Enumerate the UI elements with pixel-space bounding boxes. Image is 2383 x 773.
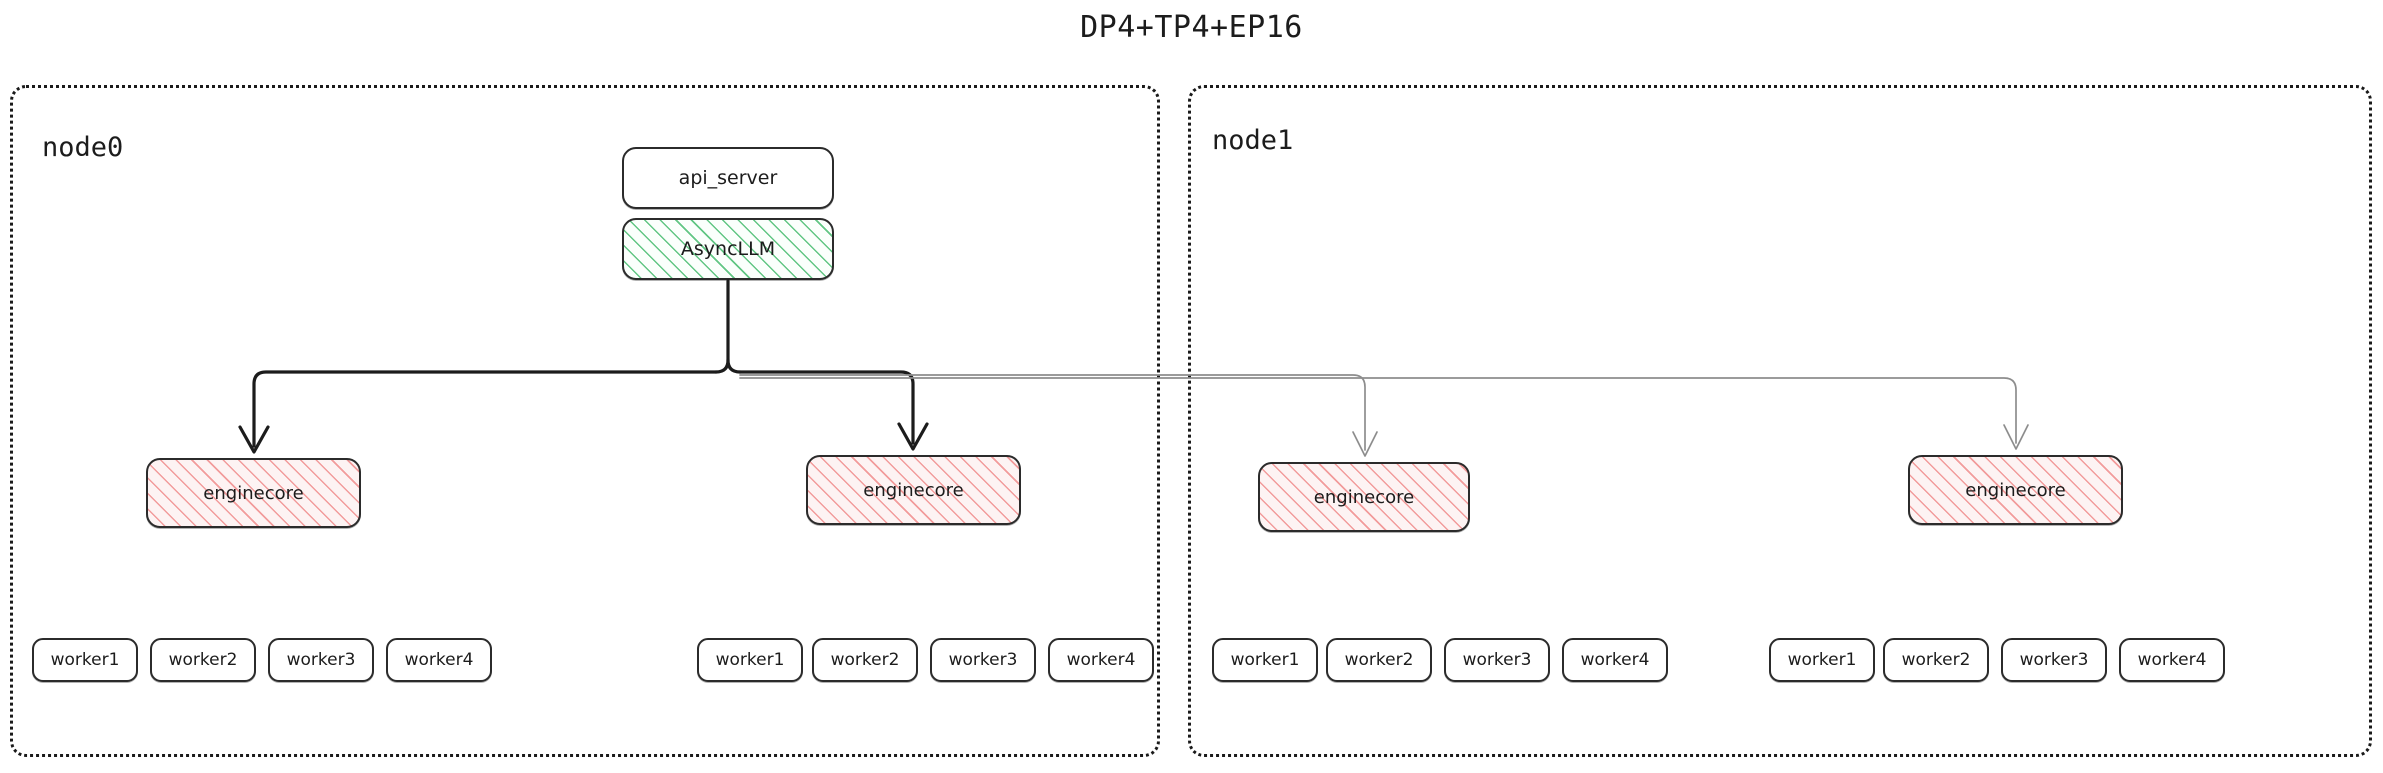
async-llm-box[interactable]: AsyncLLM bbox=[622, 218, 834, 280]
node-label-node0: node0 bbox=[42, 132, 124, 163]
enginecore-box-node0-0[interactable]: enginecore bbox=[146, 458, 361, 528]
worker-box-node1-0-1[interactable]: worker2 bbox=[1326, 638, 1432, 682]
worker-box-node1-1-0[interactable]: worker1 bbox=[1769, 638, 1875, 682]
worker-box-node1-1-2[interactable]: worker3 bbox=[2001, 638, 2107, 682]
enginecore-box-node0-1[interactable]: enginecore bbox=[806, 455, 1021, 525]
worker-box-node0-0-0[interactable]: worker1 bbox=[32, 638, 138, 682]
worker-box-node0-1-2[interactable]: worker3 bbox=[930, 638, 1036, 682]
worker-box-node1-0-0[interactable]: worker1 bbox=[1212, 638, 1318, 682]
worker-box-node0-0-2[interactable]: worker3 bbox=[268, 638, 374, 682]
worker-box-node1-1-3[interactable]: worker4 bbox=[2119, 638, 2225, 682]
worker-box-node1-0-2[interactable]: worker3 bbox=[1444, 638, 1550, 682]
api-server-box[interactable]: api_server bbox=[622, 147, 834, 209]
worker-box-node0-0-1[interactable]: worker2 bbox=[150, 638, 256, 682]
node-label-node1: node1 bbox=[1212, 125, 1294, 156]
enginecore-box-node1-0[interactable]: enginecore bbox=[1258, 462, 1470, 532]
worker-box-node0-1-0[interactable]: worker1 bbox=[697, 638, 803, 682]
page-title: DP4+TP4+EP16 bbox=[1080, 10, 1303, 45]
worker-box-node1-1-1[interactable]: worker2 bbox=[1883, 638, 1989, 682]
enginecore-box-node1-1[interactable]: enginecore bbox=[1908, 455, 2123, 525]
worker-box-node0-1-1[interactable]: worker2 bbox=[812, 638, 918, 682]
worker-box-node0-1-3[interactable]: worker4 bbox=[1048, 638, 1154, 682]
worker-box-node1-0-3[interactable]: worker4 bbox=[1562, 638, 1668, 682]
worker-box-node0-0-3[interactable]: worker4 bbox=[386, 638, 492, 682]
